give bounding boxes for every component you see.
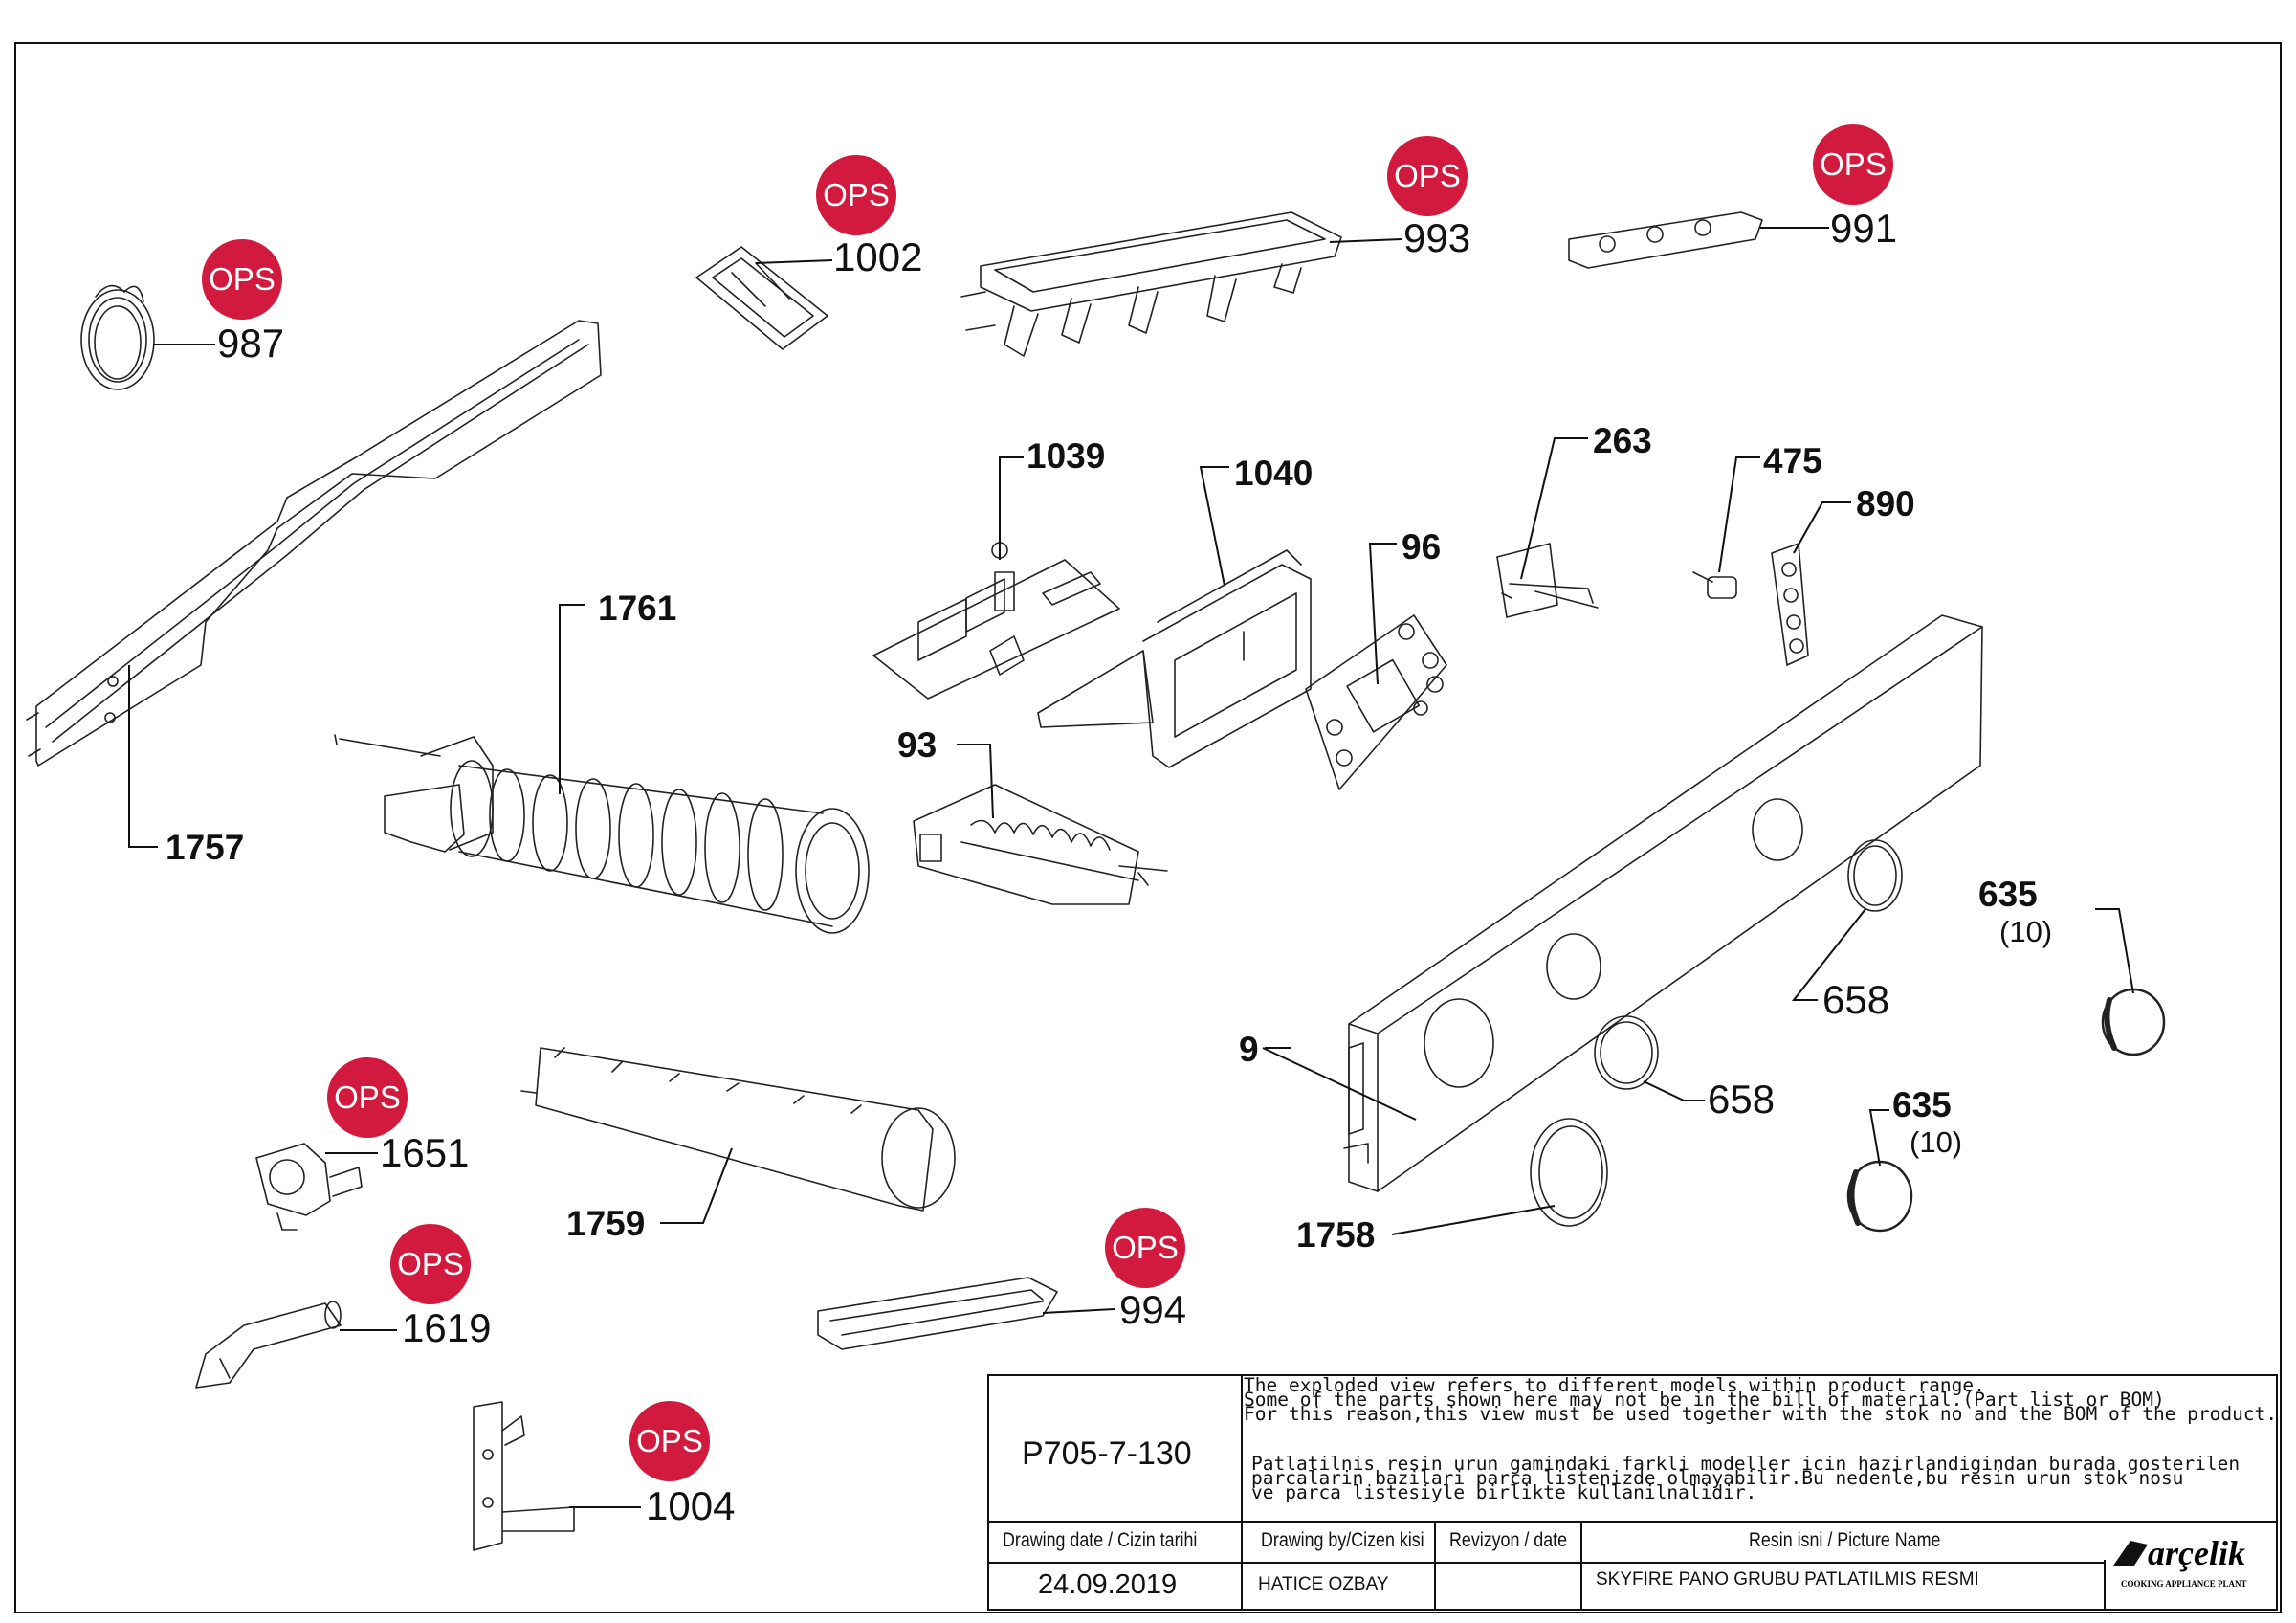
part-1004-bracket <box>473 1401 575 1551</box>
part-label-1002: 1002 <box>833 234 923 279</box>
part-635-knob-upper <box>2101 988 2166 1056</box>
part-994-tray <box>817 1277 1058 1350</box>
arcelik-logo-text: arçelik <box>2148 1534 2245 1572</box>
header-drawing-date: Drawing date / Cizin tarihi <box>1003 1529 1198 1551</box>
part-1619-hose <box>195 1301 342 1389</box>
part-label-993: 993 <box>1403 215 1471 260</box>
part-1761-fan <box>334 734 870 934</box>
note-en-3: For this reason,this view must be used t… <box>1244 1403 2278 1425</box>
value-drawn-by: HATICE OZBAY <box>1258 1574 1389 1594</box>
part-label-658-upper: 658 <box>1822 977 1890 1022</box>
part-9-control-panel <box>1343 614 1983 1192</box>
part-label-1619: 1619 <box>402 1305 492 1350</box>
part-1757-side-rail <box>26 320 602 767</box>
part-label-987: 987 <box>217 321 285 366</box>
part-label-9: 9 <box>1239 1030 1259 1069</box>
part-label-263: 263 <box>1593 421 1652 460</box>
part-label-1651: 1651 <box>380 1130 470 1175</box>
part-96-display-board <box>1305 614 1447 790</box>
part-qty-635-lower: (10) <box>1910 1125 1963 1159</box>
part-658-ring-upper <box>1847 839 1903 912</box>
part-993-tray <box>960 211 1342 357</box>
part-1040-frame <box>1037 549 1312 768</box>
part-93-terminal-block <box>913 784 1168 905</box>
note-en-2: Some of the parts shown here may not be … <box>1244 1389 2165 1411</box>
part-label-1761: 1761 <box>598 589 677 628</box>
part-label-635-lower: 635 <box>1892 1085 1952 1124</box>
part-qty-635-upper: (10) <box>1999 915 2053 948</box>
drawing-frame <box>14 42 2282 1613</box>
part-1758-ring <box>1530 1118 1608 1227</box>
arcelik-logo-subtext: COOKING APPLIANCE PLANT <box>2121 1579 2247 1589</box>
part-label-890: 890 <box>1856 484 1915 523</box>
value-picture-name: SKYFIRE PANO GRUBU PATLATILMIS RESMI <box>1596 1569 1979 1590</box>
header-drawn-by: Drawing by/Cizen kisi <box>1261 1529 1424 1551</box>
ops-badge-991: OPS <box>1813 124 1893 205</box>
part-label-96: 96 <box>1402 527 1442 567</box>
ops-badge-1619: OPS <box>390 1224 471 1304</box>
arcelik-logo-mark-icon <box>2113 1541 2148 1566</box>
ops-badge-993: OPS <box>1387 136 1468 216</box>
part-label-1040: 1040 <box>1234 454 1314 493</box>
part-label-1758: 1758 <box>1296 1215 1376 1255</box>
arcelik-logo: arçelik COOKING APPLIANCE PLANT <box>2109 1529 2274 1606</box>
part-label-1039: 1039 <box>1027 436 1106 476</box>
drawing-number: P705-7-130 <box>1022 1435 1192 1472</box>
part-658-ring-lower <box>1594 1015 1659 1090</box>
part-label-1759: 1759 <box>566 1204 646 1243</box>
part-991-board <box>1568 211 1763 269</box>
note-en-1: The exploded view refers to different mo… <box>1244 1374 1985 1396</box>
value-drawing-date: 24.09.2019 <box>1038 1569 1178 1600</box>
note-tr-1: Patlatilnis resin urun gamindaki farkli … <box>1251 1453 2241 1475</box>
note-tr-3: ve parca listesiyle birlikte kullanilnal… <box>1251 1481 1757 1503</box>
ops-badge-1002: OPS <box>816 155 896 235</box>
part-label-93: 93 <box>897 725 938 765</box>
part-475-pin <box>1692 571 1737 599</box>
ops-badge-1651: OPS <box>327 1057 408 1138</box>
part-1759-tube <box>520 1047 956 1212</box>
note-tr-2: parcalarin bazilari parca listenizde olm… <box>1251 1467 2184 1489</box>
part-label-1004: 1004 <box>646 1483 736 1528</box>
part-label-991: 991 <box>1830 206 1898 251</box>
part-263-switch <box>1496 543 1599 618</box>
leader-lines <box>128 227 2134 1508</box>
ops-badge-994: OPS <box>1105 1208 1185 1288</box>
part-1651-valve <box>255 1143 363 1231</box>
part-1039-pcb <box>872 542 1120 700</box>
part-987-wire-harness <box>80 284 155 390</box>
part-label-475: 475 <box>1763 441 1822 480</box>
title-block-frame <box>987 1374 2278 1611</box>
part-label-994: 994 <box>1119 1287 1187 1332</box>
part-890-connector <box>1771 543 1809 666</box>
part-label-635-upper: 635 <box>1978 875 2038 914</box>
ops-badge-987: OPS <box>202 239 282 320</box>
part-label-658-lower: 658 <box>1708 1077 1776 1122</box>
ops-badge-1004: OPS <box>629 1401 710 1481</box>
part-label-1757: 1757 <box>166 828 245 867</box>
part-635-knob-lower <box>1846 1160 1913 1233</box>
header-picture-name: Resin isni / Picture Name <box>1749 1529 1941 1551</box>
part-1002-bracket <box>695 246 828 350</box>
header-revision: Revizyon / date <box>1449 1529 1568 1551</box>
